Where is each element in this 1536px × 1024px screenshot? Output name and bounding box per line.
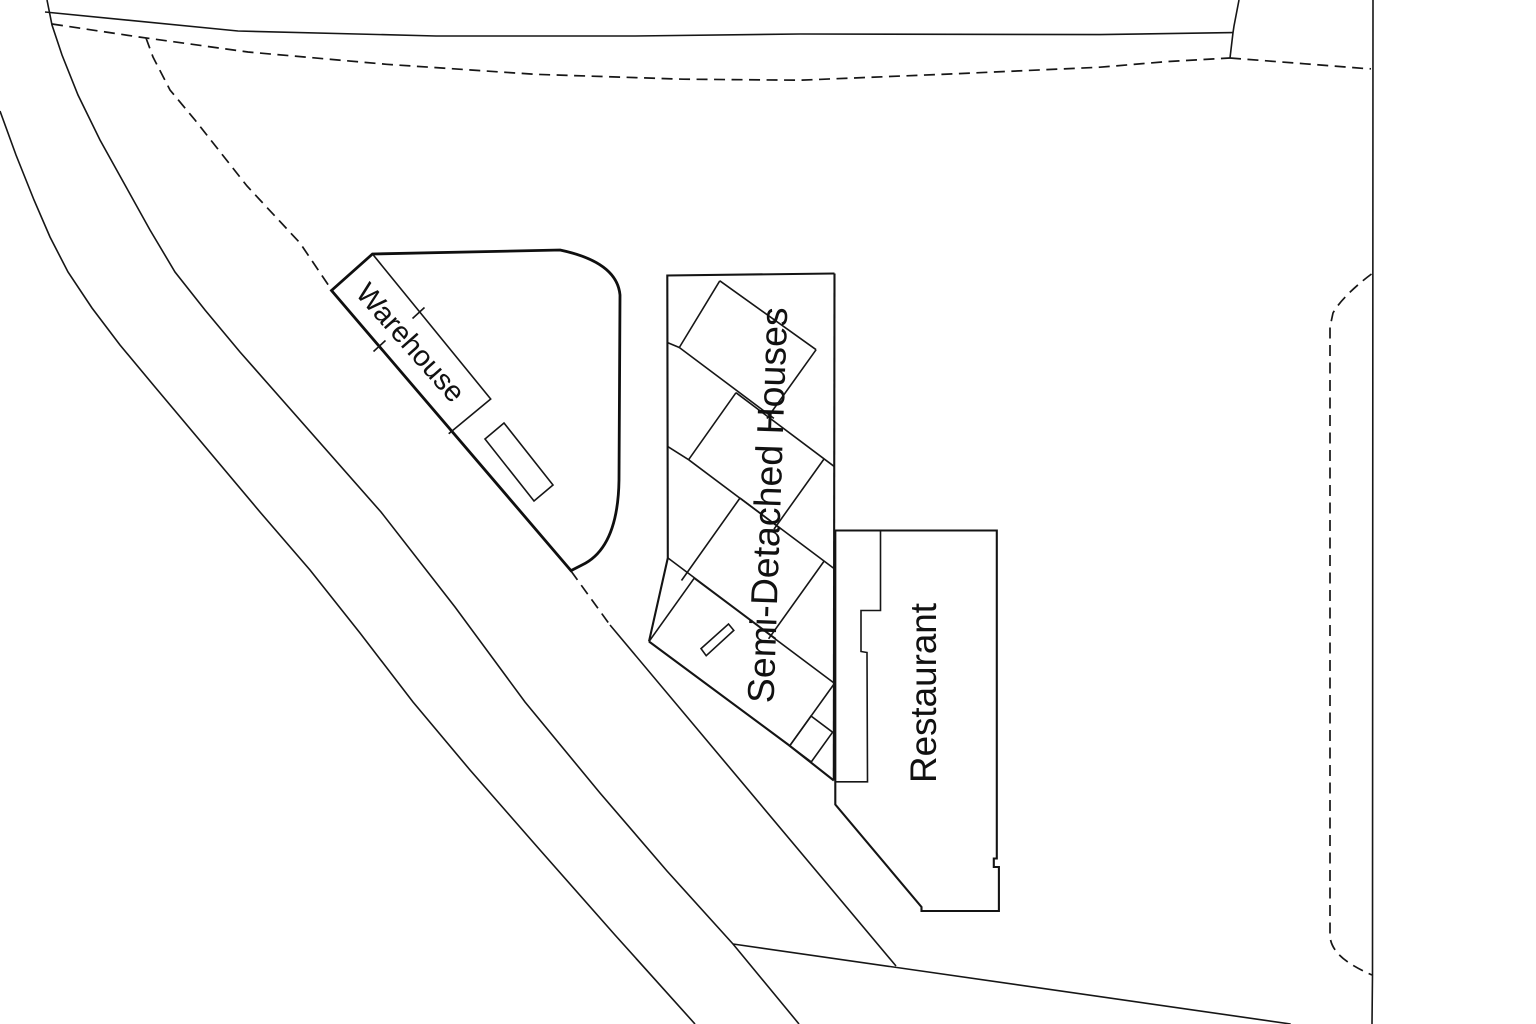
- svg-text:Warehouse: Warehouse: [349, 277, 471, 408]
- svg-text:Restaurant: Restaurant: [903, 603, 944, 783]
- svg-text:Semi-Detached Houses: Semi-Detached Houses: [740, 307, 796, 704]
